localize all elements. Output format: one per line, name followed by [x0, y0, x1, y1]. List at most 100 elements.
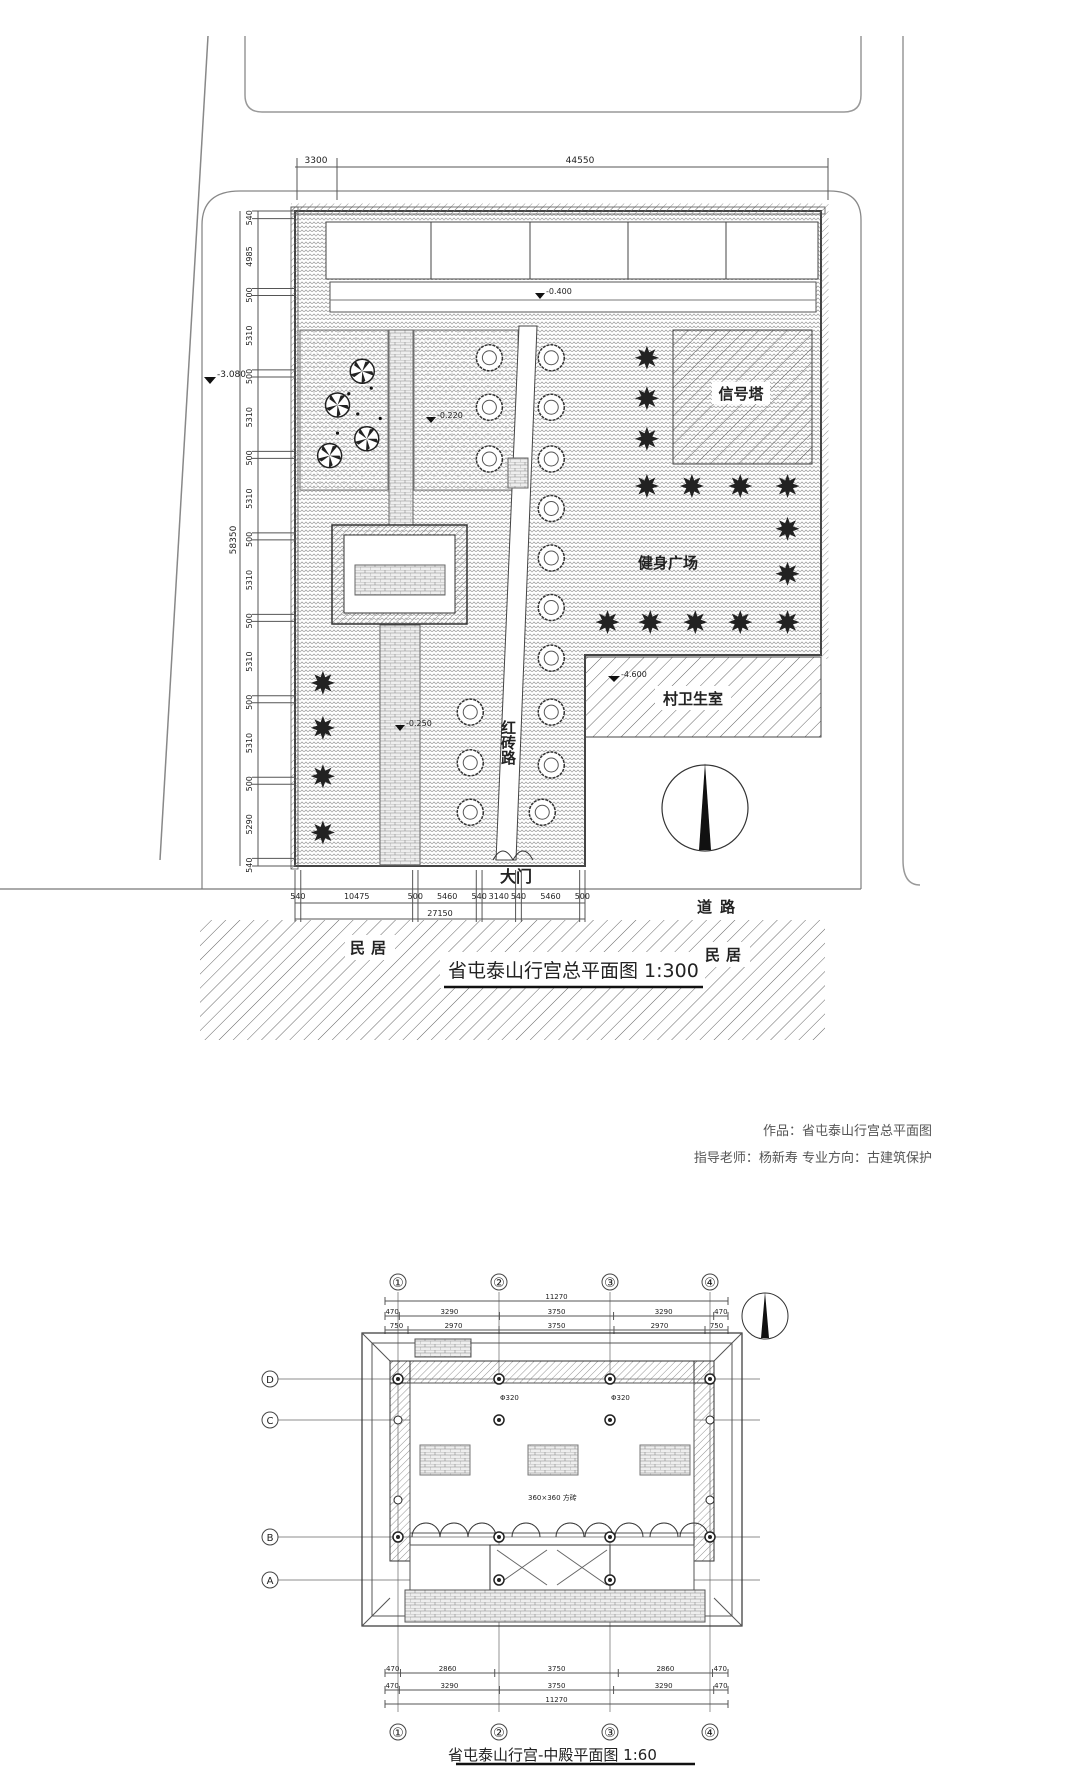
brick-paving — [419, 1444, 471, 1476]
dimension-text: 540 — [245, 858, 254, 873]
axis-label: C — [267, 1416, 274, 1427]
shrub-dot — [335, 431, 340, 435]
dimension-text: 58350 — [229, 525, 239, 554]
axis-label: ① — [392, 1276, 404, 1291]
door-arch — [511, 1522, 541, 1538]
round-tree-icon — [475, 344, 504, 372]
paving-areas — [419, 1444, 691, 1476]
dark-tree-icon — [775, 561, 800, 586]
elevation-label: -4.600 — [621, 670, 647, 679]
axis-label: ③ — [604, 1726, 616, 1741]
shrub-dot — [356, 412, 360, 416]
door-arches — [411, 1522, 709, 1538]
pinwheel-tree-icon — [354, 426, 380, 452]
dimension-text: 2970 — [445, 1322, 463, 1330]
dark-tree-icon — [634, 345, 659, 370]
dimension-text: 470 — [385, 1308, 398, 1316]
dark-tree-icon — [728, 610, 753, 635]
dark-tree-icon — [683, 610, 708, 635]
round-tree-icon — [537, 751, 565, 779]
round-tree-icon — [528, 798, 556, 826]
dimension-text: 3290 — [440, 1308, 458, 1316]
dark-tree-icon — [310, 764, 335, 789]
dimension-text: 3300 — [305, 156, 328, 166]
dimension-text: 3290 — [655, 1308, 673, 1316]
shrub-dot — [369, 386, 373, 390]
door-arch — [555, 1522, 585, 1538]
paving-tag: 360×360 方砖 — [528, 1493, 577, 1502]
dimension-text: 3290 — [440, 1682, 458, 1690]
dimension-text: 540 — [472, 892, 487, 901]
door-arch — [467, 1522, 497, 1538]
dimension-text: 27150 — [427, 909, 452, 918]
dark-tree-icon — [679, 474, 704, 498]
dimension-text: 470 — [714, 1682, 727, 1690]
dark-tree-icon — [634, 426, 659, 451]
axis-bubble — [261, 1370, 279, 1388]
hall-north-arrow-icon — [741, 1292, 789, 1340]
column-icon — [705, 1415, 715, 1425]
dark-tree-icon — [595, 610, 620, 635]
dark-tree-icon — [775, 516, 800, 541]
dimension-text: 2860 — [656, 1665, 674, 1673]
column-icon — [393, 1415, 403, 1425]
dimension-text: 5310 — [245, 407, 254, 427]
dimension-text: 470 — [714, 1308, 727, 1316]
site-plan-title: 省屯泰山行宫总平面图 1:300 — [448, 960, 699, 982]
dimension-text: 4985 — [245, 246, 254, 266]
dimension-text: 3750 — [548, 1322, 566, 1330]
round-tree-icon — [456, 798, 484, 826]
north-arrow-icon — [661, 763, 749, 852]
axis-bubble — [261, 1528, 279, 1546]
round-tree-icon — [537, 544, 565, 572]
shrub-dot — [347, 392, 351, 396]
column-icon — [392, 1531, 404, 1543]
dimension-text: 44550 — [566, 156, 595, 166]
brick-walkway-south — [379, 624, 421, 866]
door-arch — [411, 1522, 441, 1538]
elevation-label: -3.080 — [217, 370, 246, 380]
dimension-text: 5310 — [245, 570, 254, 590]
axis-label: ① — [392, 1726, 404, 1741]
dimension-text: 500 — [245, 532, 254, 547]
door-arch — [649, 1522, 679, 1538]
dark-tree-icon — [310, 820, 335, 845]
dimension-text: 3750 — [548, 1665, 566, 1673]
round-tree-icon — [537, 593, 565, 622]
dimension-text: 470 — [386, 1665, 399, 1673]
dimension-text: 2860 — [439, 1665, 457, 1673]
round-tree-icon — [475, 393, 504, 421]
door-arch — [614, 1522, 644, 1538]
column-icon — [704, 1531, 716, 1543]
site-curb — [201, 190, 862, 889]
dimension-text: 750 — [710, 1322, 723, 1330]
axis-label: A — [267, 1576, 274, 1587]
dimension-text: 2970 — [651, 1322, 669, 1330]
columns — [392, 1373, 716, 1586]
axis-bubble — [261, 1411, 279, 1429]
middle-hall-block — [331, 524, 468, 625]
brick-paving — [639, 1444, 691, 1476]
elevation-label: -0.400 — [546, 287, 572, 296]
axis-bubble — [701, 1723, 719, 1741]
round-tree-icon — [475, 445, 504, 473]
north-buildings — [325, 221, 819, 313]
shrub-dot — [378, 416, 382, 421]
round-tree-icon — [537, 344, 565, 372]
dimension-text: 500 — [245, 776, 254, 791]
elevation-label: -0.220 — [437, 411, 463, 420]
dark-tree-icon — [634, 474, 659, 498]
dimension-text: 3750 — [548, 1682, 566, 1690]
axis-bubble — [490, 1723, 508, 1741]
round-tree-icon — [537, 494, 565, 523]
column-icon — [493, 1414, 505, 1426]
dimension-text: 540 — [511, 892, 526, 901]
column-icon — [604, 1414, 616, 1426]
left-dimensions: 5404985500531050053105005310500531050053… — [229, 210, 296, 873]
round-tree-icon — [537, 445, 565, 473]
dimension-text: 5310 — [245, 488, 254, 508]
dimension-text: 540 — [290, 892, 305, 901]
dimension-text: 5310 — [245, 733, 254, 753]
